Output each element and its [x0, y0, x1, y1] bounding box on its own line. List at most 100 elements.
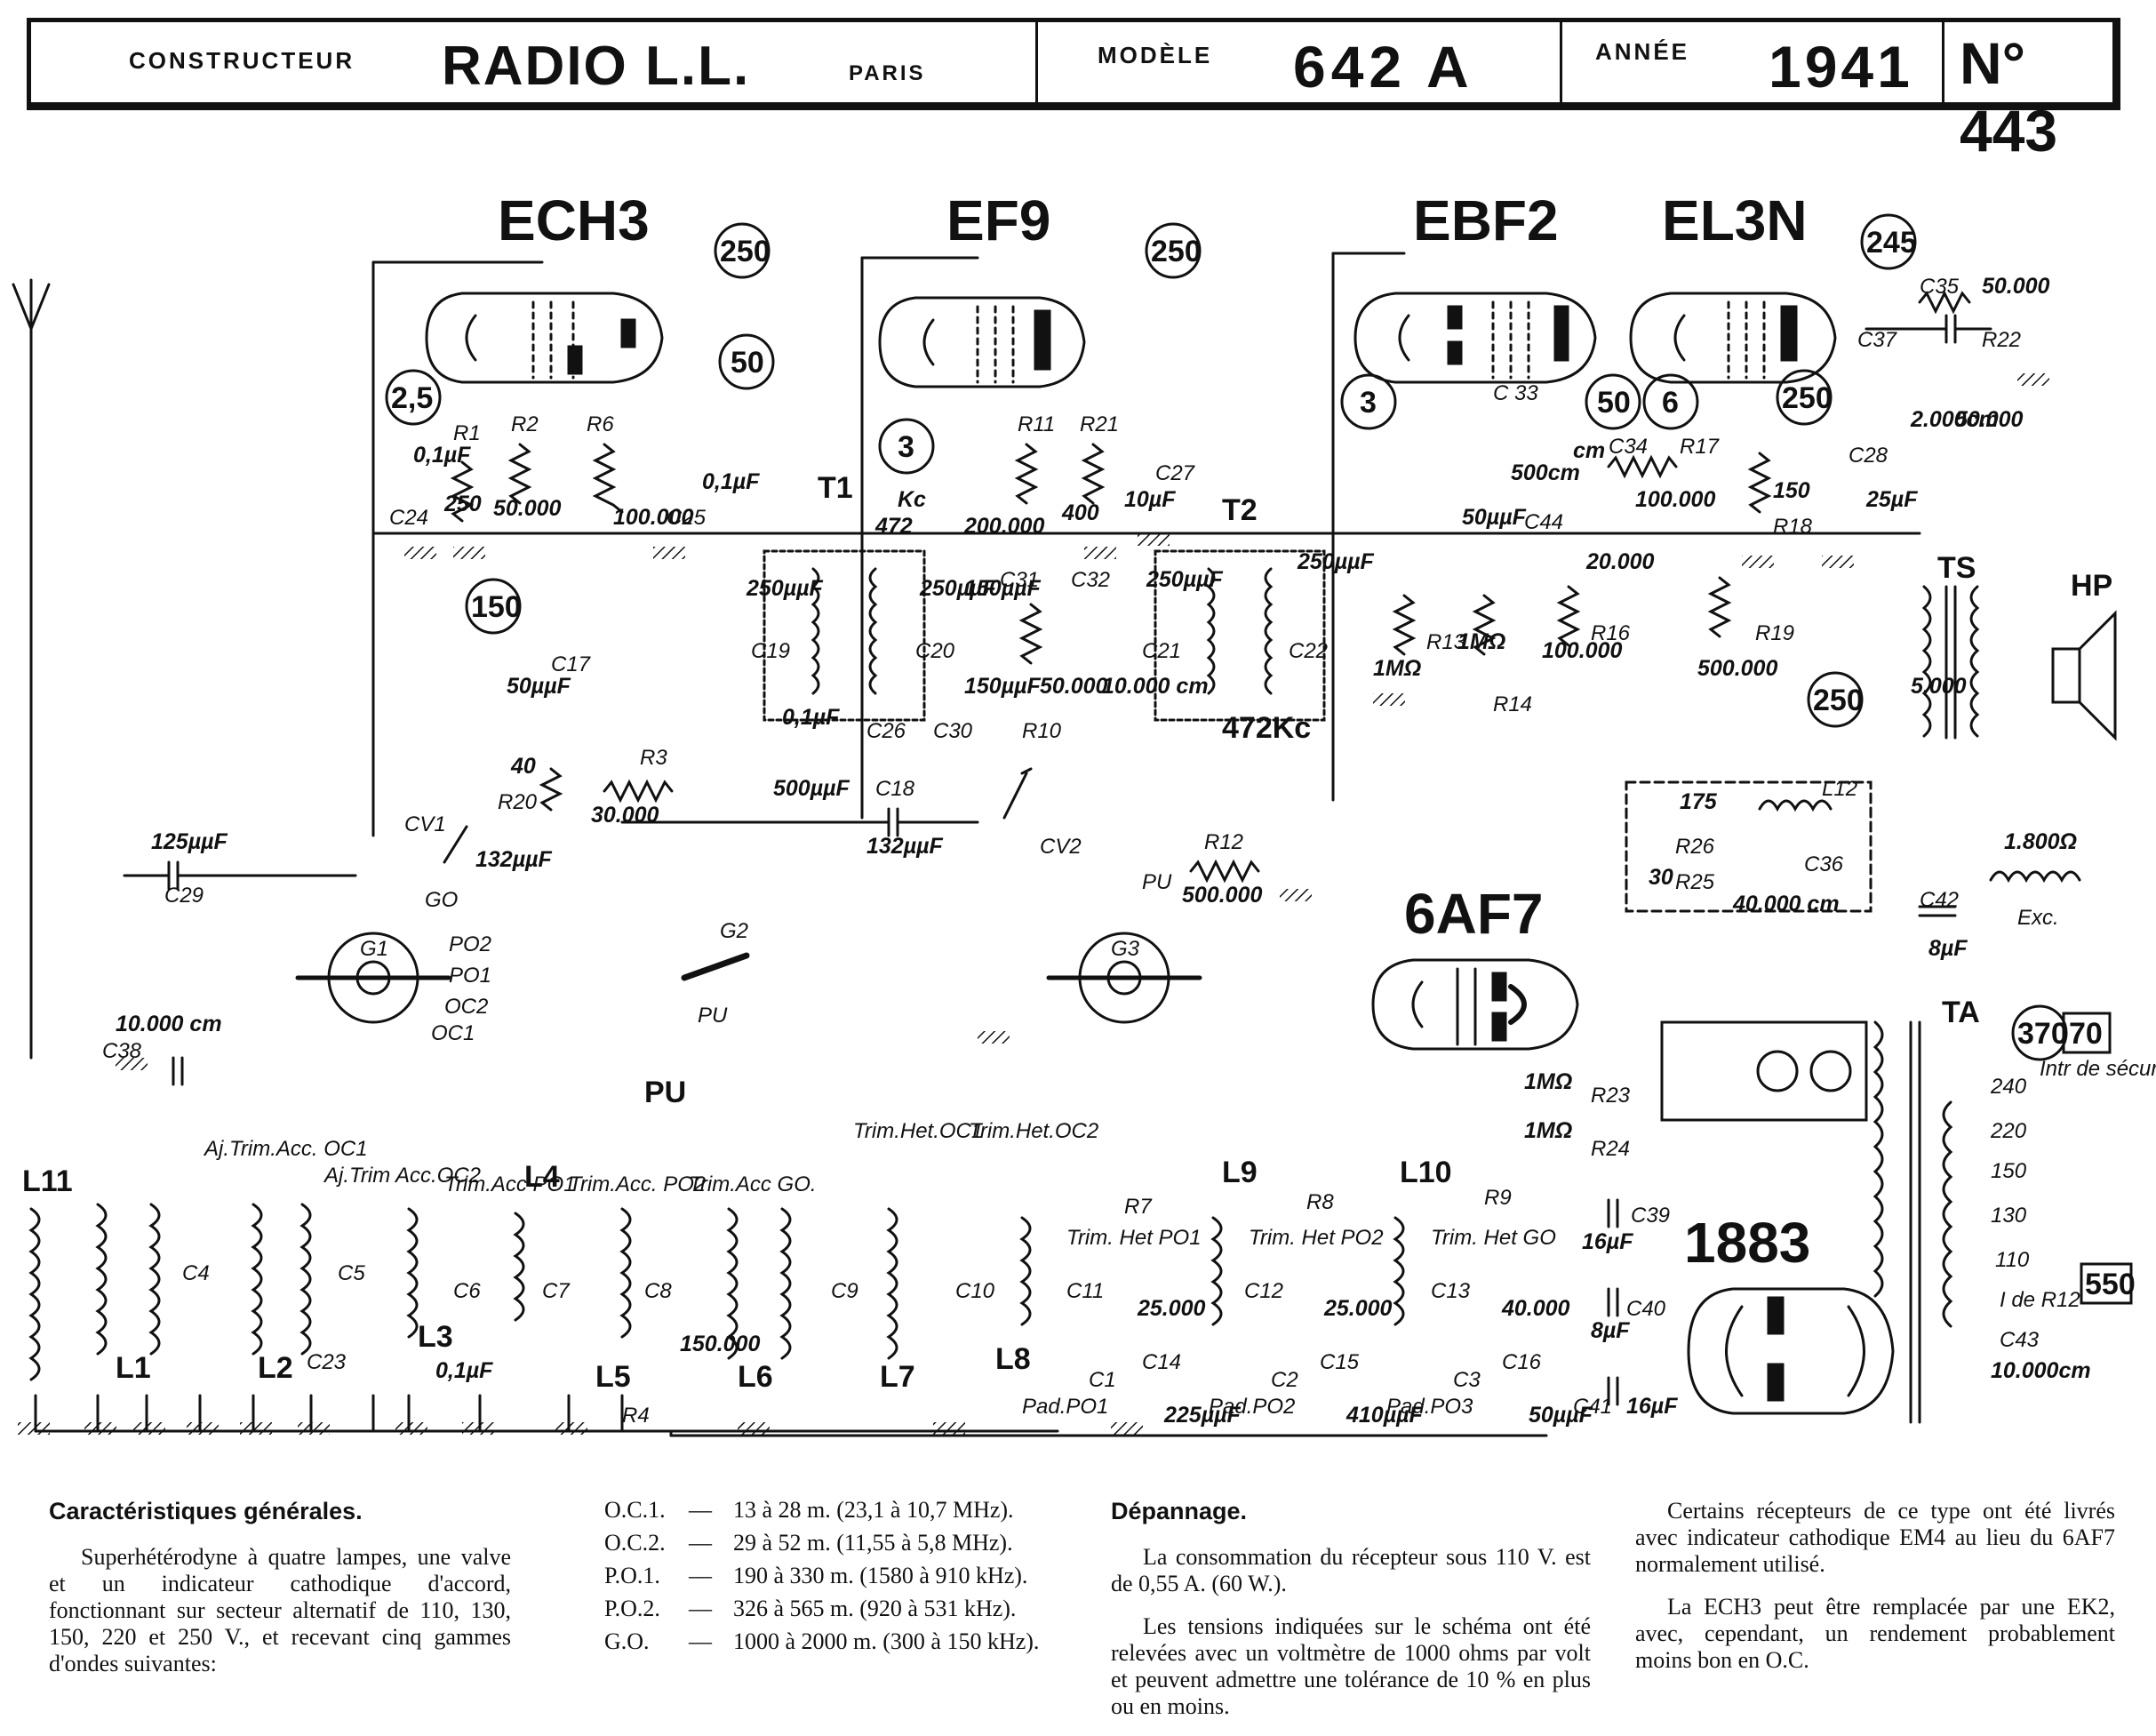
- svg-text:G1: G1: [360, 937, 388, 961]
- svg-text:PO2: PO2: [449, 932, 491, 956]
- svg-text:125µµF: 125µµF: [151, 829, 228, 854]
- header-divider: [1942, 22, 1944, 102]
- svg-text:25.000: 25.000: [1323, 1296, 1393, 1321]
- svg-text:Pad.PO2: Pad.PO2: [1209, 1395, 1295, 1419]
- svg-text:PO1: PO1: [449, 964, 491, 988]
- svg-text:10µF: 10µF: [1124, 487, 1176, 512]
- svg-text:C31: C31: [1000, 568, 1039, 592]
- depannage-title: Dépannage.: [1111, 1498, 1248, 1524]
- svg-text:TS: TS: [1937, 551, 1976, 585]
- svg-text:500.000: 500.000: [1182, 883, 1262, 908]
- svg-text:C 33: C 33: [1493, 381, 1538, 405]
- pilot-lamp-icon: [1756, 1050, 1799, 1092]
- svg-text:C37: C37: [1857, 328, 1898, 352]
- svg-text:410µµF: 410µµF: [1346, 1403, 1424, 1428]
- band-row: P.O.2.—326 à 565 m. (920 à 531 kHz).: [604, 1596, 1017, 1621]
- svg-text:G2: G2: [720, 919, 748, 943]
- el3n-label: EL3N: [1662, 188, 1808, 252]
- numero: N° 443: [1960, 30, 2058, 164]
- svg-text:C4: C4: [182, 1261, 210, 1285]
- svg-text:30: 30: [1649, 865, 1673, 890]
- svg-text:R20: R20: [498, 790, 538, 814]
- notes-column: Certains récepteurs de ce type ont été l…: [1635, 1498, 2115, 1690]
- svg-text:50: 50: [731, 346, 764, 380]
- svg-text:0,1µF: 0,1µF: [702, 469, 760, 494]
- svg-text:C11: C11: [1066, 1279, 1104, 1303]
- svg-text:25.000: 25.000: [1137, 1296, 1206, 1321]
- svg-text:C27: C27: [1155, 461, 1196, 485]
- svg-text:100.000: 100.000: [613, 505, 693, 530]
- svg-text:250µµF: 250µµF: [746, 576, 824, 601]
- ta-coil-icon: [1873, 1020, 1884, 1298]
- svg-text:25µF: 25µF: [1865, 487, 1918, 512]
- svg-text:220: 220: [1990, 1119, 2027, 1143]
- svg-text:L11: L11: [22, 1164, 73, 1198]
- svg-text:R2: R2: [511, 412, 539, 436]
- schematic-diagram: ECH3 EF9 EBF2 EL3N 6AF7 1883 250 50 2,5 …: [12, 188, 2156, 1437]
- capacitor-icon: [123, 860, 357, 891]
- 6af7-tube-icon: [1371, 958, 1579, 1051]
- ebf2-tube-icon: [1353, 292, 1597, 384]
- caracteristiques-title: Caractéristiques générales.: [49, 1498, 363, 1524]
- t1-coil-icon: [810, 567, 820, 695]
- annee-label: ANNÉE: [1595, 38, 1690, 65]
- svg-text:R21: R21: [1080, 412, 1119, 436]
- svg-text:C29: C29: [164, 884, 204, 908]
- svg-text:250: 250: [1782, 381, 1833, 415]
- svg-text:C44: C44: [1524, 510, 1563, 534]
- svg-text:L3: L3: [418, 1320, 453, 1354]
- svg-text:R23: R23: [1591, 1084, 1631, 1108]
- speaker-icon: [2051, 610, 2117, 741]
- band-row: P.O.1.—190 à 330 m. (1580 à 910 kHz).: [604, 1563, 1028, 1588]
- svg-text:500.000: 500.000: [1697, 656, 1777, 681]
- svg-text:R11: R11: [1018, 412, 1055, 436]
- header-divider: [1035, 22, 1038, 102]
- svg-text:1MΩ: 1MΩ: [1373, 656, 1421, 681]
- svg-text:0,1µF: 0,1µF: [413, 443, 471, 468]
- svg-text:G3: G3: [1111, 937, 1140, 961]
- svg-text:R26: R26: [1675, 835, 1715, 859]
- svg-text:Aj.Trim Acc.OC2: Aj.Trim Acc.OC2: [323, 1164, 481, 1188]
- svg-text:C15: C15: [1320, 1350, 1360, 1374]
- svg-text:20.000: 20.000: [1585, 549, 1655, 574]
- band-row: O.C.1.—13 à 28 m. (23,1 à 10,7 MHz).: [604, 1497, 1014, 1523]
- excitation-coil-icon: [1989, 870, 2081, 884]
- svg-text:472Kc: 472Kc: [1222, 711, 1311, 745]
- svg-text:50µµF: 50µµF: [507, 674, 571, 699]
- svg-text:C6: C6: [453, 1279, 481, 1303]
- 6af7-label: 6AF7: [1404, 882, 1544, 946]
- bands-table: O.C.1.—13 à 28 m. (23,1 à 10,7 MHz). O.C…: [604, 1498, 1039, 1662]
- t2-coil-icon: [1206, 567, 1216, 695]
- svg-text:C16: C16: [1502, 1350, 1542, 1374]
- svg-text:R18: R18: [1773, 515, 1813, 539]
- l12-coil-icon: [1758, 799, 1833, 812]
- svg-text:250: 250: [720, 235, 771, 268]
- svg-text:C28: C28: [1849, 444, 1888, 468]
- pilot-lamp-icon: [1809, 1050, 1852, 1092]
- svg-text:16µF: 16µF: [1582, 1229, 1633, 1254]
- svg-text:PU: PU: [1142, 870, 1172, 894]
- svg-text:100.000: 100.000: [1635, 487, 1715, 512]
- svg-text:C30: C30: [933, 719, 973, 743]
- el3n-tube-icon: [1629, 292, 1837, 384]
- annee-value: 1941: [1769, 34, 1913, 100]
- svg-text:250: 250: [443, 492, 482, 516]
- svg-text:3: 3: [1360, 386, 1377, 420]
- svg-text:cm: cm: [1573, 438, 1605, 463]
- svg-text:40: 40: [510, 754, 536, 779]
- svg-text:8µF: 8µF: [1591, 1318, 1630, 1343]
- svg-text:132µµF: 132µµF: [475, 847, 553, 872]
- svg-text:250µµF: 250µµF: [1146, 567, 1224, 592]
- svg-text:10.000cm: 10.000cm: [1991, 1358, 2091, 1383]
- svg-text:HP: HP: [2071, 569, 2112, 603]
- svg-text:40.000 cm: 40.000 cm: [1732, 892, 1840, 916]
- svg-text:Intr de sécurité: Intr de sécurité: [2040, 1057, 2156, 1081]
- svg-text:R24: R24: [1591, 1137, 1630, 1161]
- notes-p1: Certains récepteurs de ce type ont été l…: [1635, 1498, 2115, 1577]
- svg-text:50.000: 50.000: [493, 496, 562, 521]
- svg-text:L4: L4: [524, 1160, 560, 1194]
- caracteristiques-column: Caractéristiques générales. Superhétérod…: [49, 1498, 511, 1693]
- svg-text:PU: PU: [698, 1004, 728, 1028]
- svg-text:C23: C23: [307, 1350, 347, 1374]
- svg-text:R1: R1: [453, 421, 481, 445]
